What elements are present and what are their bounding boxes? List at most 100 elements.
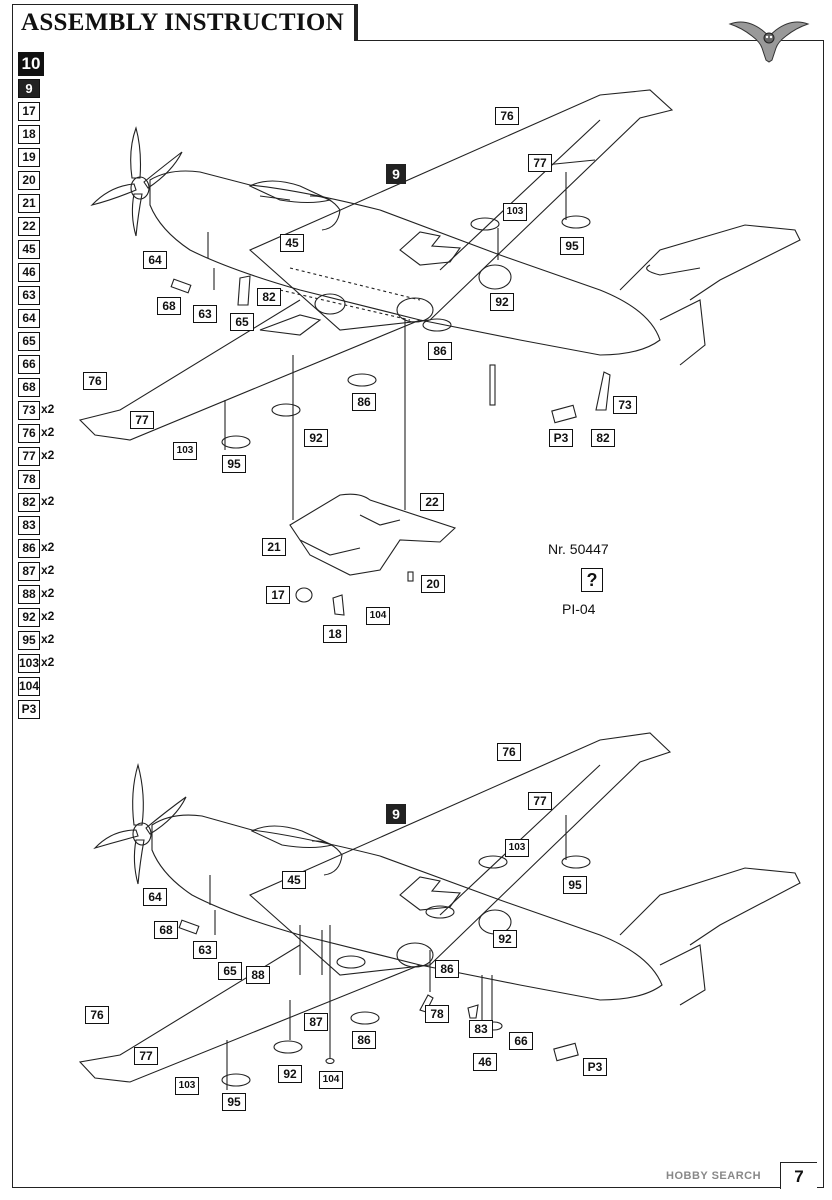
callout-label: 86 [428,342,452,360]
callout-label: 103 [503,203,527,221]
parts-list-item: 68 [18,378,40,397]
parts-list-item: 46 [18,263,40,282]
parts-list-quantity: x2 [41,586,55,600]
callout-label: 86 [435,960,459,978]
propeller-icon [93,762,187,885]
callout-label: 63 [193,941,217,959]
kit-number: Nr. 50447 [548,541,609,557]
callout-label: 20 [421,575,445,593]
callout-label: 21 [262,538,286,556]
parts-list-item: 78 [18,470,40,489]
parts-list-quantity: x2 [41,425,55,439]
callout-label: 73 [613,396,637,414]
parts-list-quantity: x2 [41,540,55,554]
parts-list-quantity: x2 [41,494,55,508]
callout-label: 65 [230,313,254,331]
parts-list-item: 19 [18,148,40,167]
callout-label: 103 [505,839,529,857]
callout-label: 92 [278,1065,302,1083]
callout-label: 64 [143,251,167,269]
parts-list-item: 66 [18,355,40,374]
paint-question-icon: ? [581,568,603,592]
callout-label: 82 [257,288,281,306]
callout-label: 103 [175,1077,199,1095]
parts-list-item: 10 [18,52,44,76]
callout-label: 68 [157,297,181,315]
callout-label: 18 [323,625,347,643]
callout-label: 104 [319,1071,343,1089]
callout-label: 104 [366,607,390,625]
propeller-icon [90,126,183,237]
page-frame [12,40,824,1188]
callout-label: 77 [130,411,154,429]
callout-label: 64 [143,888,167,906]
step-marker-top: 9 [386,164,406,184]
parts-list-item: 64 [18,309,40,328]
parts-list-item: 22 [18,217,40,236]
callout-label: 92 [304,429,328,447]
parts-list-quantity: x2 [41,448,55,462]
parts-list-item: 86 [18,539,40,558]
callout-label: 92 [490,293,514,311]
callout-label: 95 [560,237,584,255]
parts-list-item: 45 [18,240,40,259]
parts-list-item: 103 [18,654,40,673]
parts-list-quantity: x2 [41,563,55,577]
callout-label: 92 [493,930,517,948]
callout-label: 65 [218,962,242,980]
parts-list-item: 88 [18,585,40,604]
callout-label: 77 [528,792,552,810]
callout-label: 78 [425,1005,449,1023]
parts-list-item: 73 [18,401,40,420]
callout-label: 45 [282,871,306,889]
callout-label: 76 [85,1006,109,1024]
callout-label: 68 [154,921,178,939]
parts-list-item: 65 [18,332,40,351]
parts-list-item: 17 [18,102,40,121]
bottom-aircraft [78,732,801,1090]
parts-list-item: 95 [18,631,40,650]
callout-label: 77 [528,154,552,172]
callout-label: 22 [420,493,444,511]
callout-label: P3 [549,429,573,447]
page-title: ASSEMBLY INSTRUCTION [12,4,355,41]
parts-list-quantity: x2 [41,655,55,669]
watermark: HOBBY SEARCH [666,1170,762,1182]
callout-label: 86 [352,393,376,411]
callout-label: 95 [222,1093,246,1111]
callout-label: 82 [591,429,615,447]
callout-label: 95 [563,876,587,894]
callout-label: 76 [495,107,519,125]
parts-list-item: 92 [18,608,40,627]
parts-list-item: 87 [18,562,40,581]
parts-list-item: 21 [18,194,40,213]
callout-label: 76 [83,372,107,390]
parts-list-item: 82 [18,493,40,512]
page-number: 7 [780,1162,817,1189]
step-marker-bottom: 9 [386,804,406,824]
callout-label: 87 [304,1013,328,1031]
callout-label: 46 [473,1053,497,1071]
parts-list-item: 77 [18,447,40,466]
parts-list-quantity: x2 [41,609,55,623]
parts-list-item: 63 [18,286,40,305]
parts-list-quantity: x2 [41,402,55,416]
parts-list-item: 83 [18,516,40,535]
callout-label: 45 [280,234,304,252]
callout-label: 17 [266,586,290,604]
parts-list-item: 20 [18,171,40,190]
callout-label: 76 [497,743,521,761]
parts-list-item: 104 [18,677,40,696]
parts-list-quantity: x2 [41,632,55,646]
parts-list-item: P3 [18,700,40,719]
parts-list-item: 76 [18,424,40,443]
parts-list-item: 9 [18,79,40,98]
callout-label: 103 [173,442,197,460]
owl-logo-icon [728,21,810,63]
callout-label: P3 [583,1058,607,1076]
kit-code: PI-04 [562,601,596,617]
parts-list-item: 18 [18,125,40,144]
callout-label: 86 [352,1031,376,1049]
callout-label: 63 [193,305,217,323]
